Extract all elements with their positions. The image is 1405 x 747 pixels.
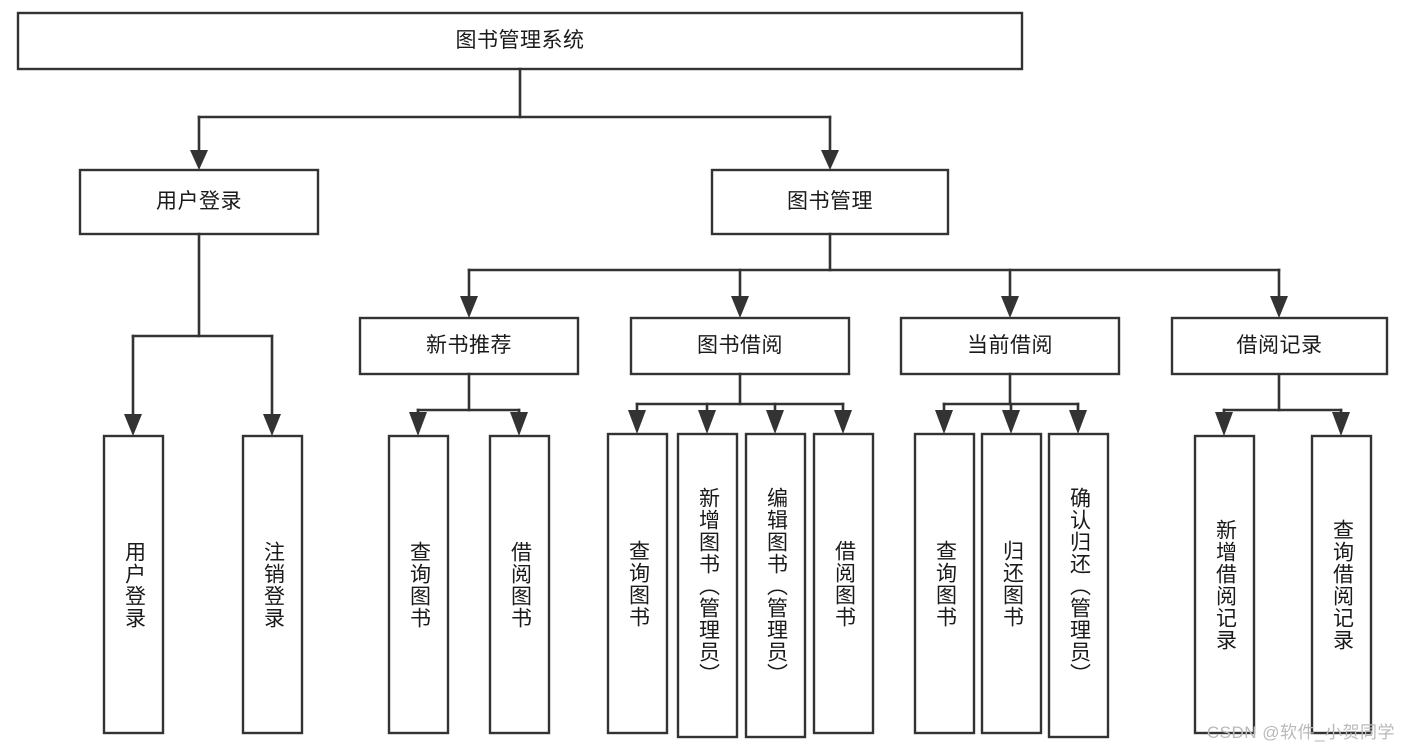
node-current-borrow-box[interactable] <box>899 316 1121 376</box>
arrow-head-book-manage <box>821 150 839 170</box>
node-leaf-return-book-box[interactable] <box>980 432 1043 735</box>
node-new-book-recommend-box[interactable] <box>358 316 580 376</box>
arrow-head-user-login <box>190 150 208 170</box>
arrow-head-leaf-query-book-1 <box>409 412 427 436</box>
node-leaf-borrow-book-2-box[interactable] <box>812 432 875 735</box>
arrow-head-leaf-user-logout <box>263 414 281 436</box>
arrow-head-leaf-add-record <box>1215 412 1233 436</box>
arrow-head-leaf-user-login <box>124 414 142 436</box>
arrow-head-leaf-edit-book <box>766 410 784 434</box>
node-leaf-add-record-box[interactable] <box>1193 434 1256 735</box>
arrow-head-leaf-return-book <box>1002 410 1020 434</box>
arrow-head-leaf-query-book-2 <box>628 410 646 434</box>
node-leaf-query-book-1-box[interactable] <box>387 434 450 735</box>
arrow-head-book-borrow <box>731 296 749 318</box>
node-leaf-edit-book-box[interactable] <box>744 432 807 739</box>
node-user-login-box[interactable] <box>78 168 320 236</box>
node-leaf-add-book-box[interactable] <box>676 432 739 739</box>
arrow-head-leaf-confirm-return <box>1069 410 1087 434</box>
arrow-head-new-book-recommend <box>460 296 478 318</box>
node-leaf-user-login-box[interactable] <box>102 434 165 735</box>
arrow-head-leaf-query-record <box>1332 412 1350 436</box>
arrow-head-borrow-record <box>1270 296 1288 318</box>
node-leaf-query-record-box[interactable] <box>1310 434 1373 735</box>
arrow-head-leaf-borrow-book-2 <box>834 410 852 434</box>
arrow-head-leaf-add-book <box>698 410 716 434</box>
node-leaf-query-book-2-box[interactable] <box>606 432 669 735</box>
node-root-box[interactable] <box>16 11 1024 71</box>
node-borrow-record-box[interactable] <box>1170 316 1389 376</box>
node-leaf-user-logout-box[interactable] <box>241 434 304 735</box>
node-book-manage-box[interactable] <box>710 168 950 236</box>
watermark-text: CSDN @软件_小贺同学 <box>1206 723 1395 742</box>
arrow-head-current-borrow <box>1001 296 1019 318</box>
arrow-head-leaf-query-book-3 <box>935 410 953 434</box>
node-leaf-query-book-3-box[interactable] <box>913 432 976 735</box>
node-book-borrow-box[interactable] <box>629 316 851 376</box>
node-leaf-confirm-return-box[interactable] <box>1047 432 1110 739</box>
arrow-head-leaf-borrow-book-1 <box>510 412 528 436</box>
node-leaf-borrow-book-1-box[interactable] <box>488 434 551 735</box>
